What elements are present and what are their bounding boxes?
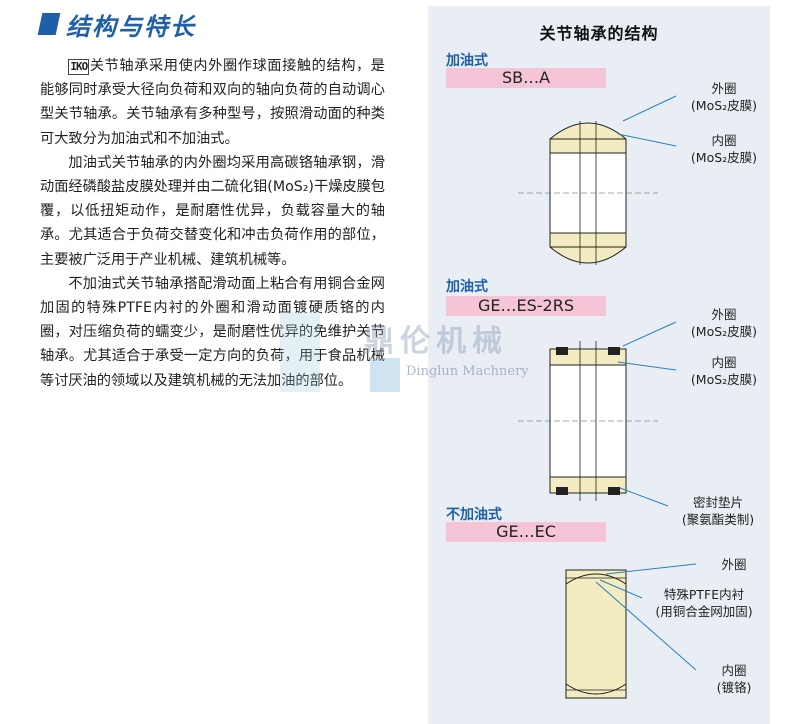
item1-callout-outer: 外圈 (MoS₂皮膜) — [690, 81, 758, 113]
item2-callout-outer: 外圈 (MoS₂皮膜) — [690, 307, 758, 339]
bearing-diagrams — [518, 95, 697, 699]
item3-callout-inner: 内圈 (镀铬) — [716, 663, 752, 695]
item3-callout-outer: 外圈 — [721, 557, 747, 572]
item2-bearing — [518, 341, 658, 501]
paragraph-2: 加油式关节轴承的内外圈均采用高碳铬轴承钢，滑动面经磷酸盐皮膜处理并由二硫化钼(M… — [40, 154, 385, 268]
item1-type-label: 加油式 — [446, 53, 488, 69]
section-title: 结构与特长 — [66, 12, 196, 41]
item1-model-box: SB…A — [446, 68, 606, 88]
item2-type-label: 加油式 — [446, 279, 488, 295]
item3-model-box: GE…EC — [446, 522, 606, 542]
item3-type-label: 不加油式 — [446, 507, 502, 523]
item2-model-box: GE…ES-2RS — [446, 296, 606, 316]
structure-panel: 关节轴承的结构 加油式 SB…A 外圈 (MoS₂皮膜) 内圈 (MoS₂皮膜)… — [428, 6, 770, 724]
item1-bearing — [518, 121, 658, 265]
item3-callout-liner: 特殊PTFE内衬 (用铜合金网加固) — [655, 587, 753, 619]
item2-callout-inner: 内圈 (MoS₂皮膜) — [690, 355, 758, 387]
title-marker — [37, 13, 61, 35]
iko-logo: IKO — [68, 59, 90, 75]
panel-title: 关节轴承的结构 — [539, 24, 659, 43]
item3-bearing — [565, 569, 627, 699]
item2-callout-seal: 密封垫片 (聚氨酯类制) — [681, 495, 755, 527]
item1-callout-inner: 内圈 (MoS₂皮膜) — [690, 133, 758, 165]
section-header: 结构与特长 — [37, 10, 400, 41]
paragraph-3: 不加油式关节轴承搭配滑动面上粘合有用铜合金网加固的特殊PTFE内衬的外圈和滑动面… — [40, 275, 385, 389]
